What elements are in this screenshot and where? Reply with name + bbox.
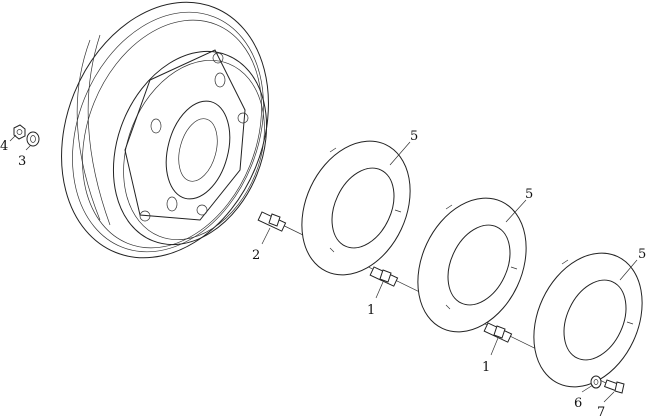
callout-3: 3 (18, 154, 26, 169)
callout-1a: 1 (367, 303, 375, 318)
bolt-part-7 (603, 379, 625, 394)
callout-4: 4 (0, 139, 8, 154)
wheel-weight-part-5b (417, 197, 527, 333)
callout-6: 6 (574, 396, 582, 411)
callout-2: 2 (252, 248, 260, 263)
wheel-weight-part-5a (301, 140, 411, 276)
washer-part-6 (590, 375, 602, 389)
leader-lines (9, 134, 638, 403)
wheel-weight-part-5c (533, 252, 643, 388)
nut-part-4 (13, 124, 26, 140)
callout-5c: 5 (638, 247, 646, 262)
stud-part-1b (483, 322, 513, 343)
callout-7: 7 (597, 405, 605, 417)
wheel-hub (124, 49, 249, 222)
stud-part-2 (257, 211, 287, 232)
wheel-rim (61, 1, 269, 259)
stud-part-1a (369, 266, 399, 287)
washer-part-3 (26, 131, 40, 147)
callout-5b: 5 (525, 187, 533, 202)
callout-1b: 1 (482, 360, 490, 375)
callout-5a: 5 (410, 129, 418, 144)
